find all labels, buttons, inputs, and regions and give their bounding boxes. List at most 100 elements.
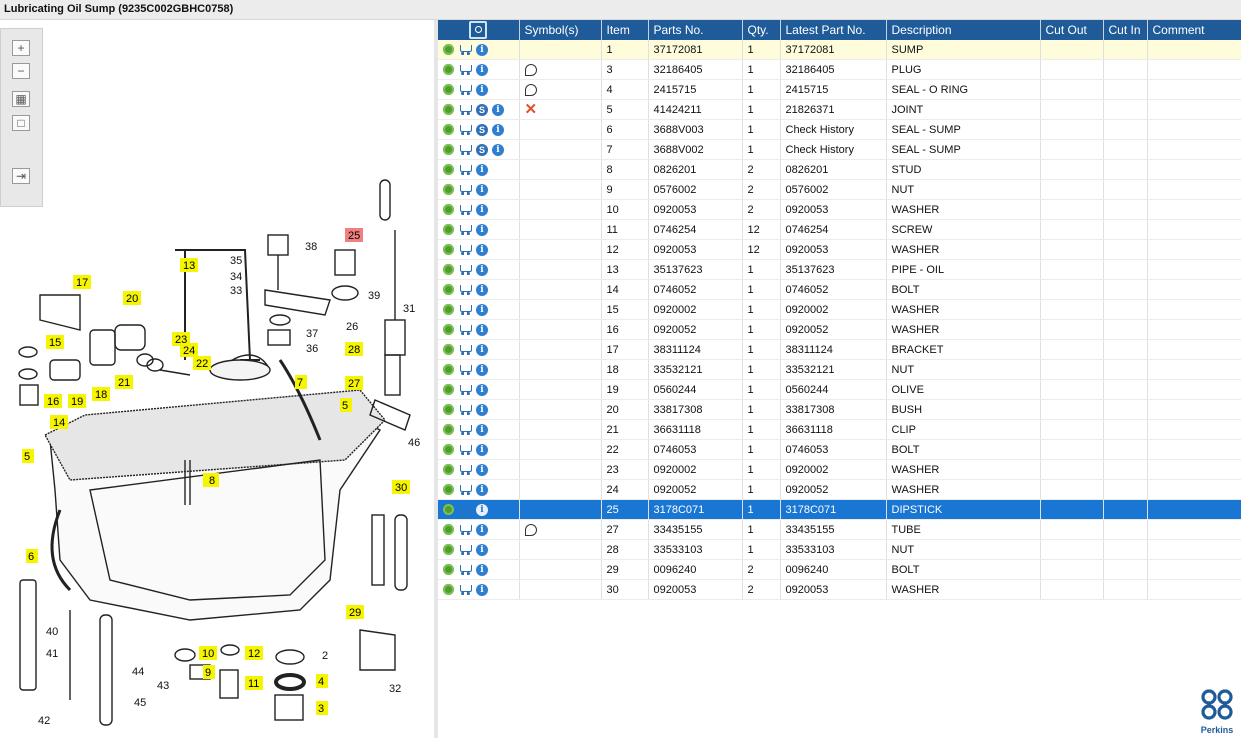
fit-all-button[interactable]: ▦ xyxy=(12,91,30,107)
find-icon[interactable] xyxy=(469,21,488,39)
note-bulb-icon[interactable] xyxy=(524,83,537,96)
add-part-gear-icon[interactable] xyxy=(443,504,454,516)
info-icon[interactable]: i xyxy=(492,143,504,156)
header-comment[interactable]: Comment xyxy=(1147,20,1241,40)
cart-icon[interactable] xyxy=(458,444,472,456)
supersession-icon[interactable]: S xyxy=(476,103,488,116)
callout-12[interactable]: 12 xyxy=(248,648,260,660)
info-icon[interactable]: i xyxy=(476,263,488,276)
add-part-gear-icon[interactable] xyxy=(443,344,454,356)
cart-icon[interactable] xyxy=(458,184,472,196)
callout-6[interactable]: 6 xyxy=(28,551,34,563)
cart-icon[interactable] xyxy=(458,384,472,396)
cart-icon[interactable] xyxy=(458,264,472,276)
cart-icon[interactable] xyxy=(458,564,472,576)
callout-35[interactable]: 35 xyxy=(230,255,242,267)
add-part-gear-icon[interactable] xyxy=(443,64,454,76)
add-part-gear-icon[interactable] xyxy=(443,244,454,256)
cart-icon[interactable] xyxy=(458,324,472,336)
diagram-pane[interactable]: 17 13 20 15 23 24 22 21 16 19 18 14 5 7 … xyxy=(0,20,434,738)
callout-7[interactable]: 7 xyxy=(297,377,303,389)
add-part-gear-icon[interactable] xyxy=(443,164,454,176)
callout-18[interactable]: 18 xyxy=(95,389,107,401)
info-icon[interactable]: i xyxy=(476,523,488,536)
header-qty[interactable]: Qty. xyxy=(742,20,781,40)
info-icon[interactable]: i xyxy=(492,123,504,136)
info-icon[interactable]: i xyxy=(476,343,488,356)
add-part-gear-icon[interactable] xyxy=(443,364,454,376)
callout-39[interactable]: 39 xyxy=(368,290,380,302)
cart-icon[interactable] xyxy=(458,164,472,176)
callout-41[interactable]: 41 xyxy=(46,648,58,660)
callout-3[interactable]: 3 xyxy=(318,703,324,715)
info-icon[interactable]: i xyxy=(476,163,488,176)
callout-14[interactable]: 14 xyxy=(53,417,65,429)
add-part-gear-icon[interactable] xyxy=(443,324,454,336)
pane-splitter[interactable] xyxy=(434,20,438,738)
callout-33[interactable]: 33 xyxy=(230,285,242,297)
callout-34[interactable]: 34 xyxy=(230,271,242,283)
cart-icon[interactable] xyxy=(458,84,472,96)
callout-29[interactable]: 29 xyxy=(349,607,361,619)
cart-icon[interactable] xyxy=(458,344,472,356)
header-cut-out[interactable]: Cut Out xyxy=(1040,20,1104,40)
callout-26[interactable]: 26 xyxy=(346,321,358,333)
info-icon[interactable]: i xyxy=(476,203,488,216)
cart-icon[interactable] xyxy=(458,364,472,376)
callout-38[interactable]: 38 xyxy=(305,241,317,253)
toggle-layout-button[interactable]: ⇥ xyxy=(12,168,30,184)
info-icon[interactable]: i xyxy=(476,183,488,196)
callout-13[interactable]: 13 xyxy=(183,260,195,272)
callout-2[interactable]: 2 xyxy=(322,650,328,662)
cart-icon[interactable] xyxy=(458,144,472,156)
cart-icon[interactable] xyxy=(458,424,472,436)
callout-36[interactable]: 36 xyxy=(306,343,318,355)
info-icon[interactable]: i xyxy=(476,283,488,296)
add-part-gear-icon[interactable] xyxy=(443,424,454,436)
add-part-gear-icon[interactable] xyxy=(443,544,454,556)
add-part-gear-icon[interactable] xyxy=(443,84,454,96)
cart-icon[interactable] xyxy=(458,44,472,56)
callout-10[interactable]: 10 xyxy=(202,648,214,660)
cart-icon[interactable] xyxy=(458,504,472,516)
info-icon[interactable]: i xyxy=(476,563,488,576)
cart-icon[interactable] xyxy=(458,104,472,116)
info-icon[interactable]: i xyxy=(476,303,488,316)
callout-45[interactable]: 45 xyxy=(134,697,146,709)
callout-40[interactable]: 40 xyxy=(46,626,58,638)
info-icon[interactable]: i xyxy=(476,463,488,476)
add-part-gear-icon[interactable] xyxy=(443,584,454,596)
add-part-gear-icon[interactable] xyxy=(443,184,454,196)
callout-31[interactable]: 31 xyxy=(403,303,415,315)
add-part-gear-icon[interactable] xyxy=(443,224,454,236)
info-icon[interactable]: i xyxy=(476,323,488,336)
add-part-gear-icon[interactable] xyxy=(443,404,454,416)
callout-4[interactable]: 4 xyxy=(318,676,324,688)
cart-icon[interactable] xyxy=(458,244,472,256)
info-icon[interactable]: i xyxy=(492,103,504,116)
header-latest-part-no[interactable]: Latest Part No. xyxy=(780,20,887,40)
callout-9[interactable]: 9 xyxy=(205,667,211,679)
cart-icon[interactable] xyxy=(458,524,472,536)
callout-24[interactable]: 24 xyxy=(183,345,195,357)
callout-42[interactable]: 42 xyxy=(38,715,50,727)
cart-icon[interactable] xyxy=(458,124,472,136)
info-icon[interactable]: i xyxy=(476,423,488,436)
fit-page-button[interactable]: □ xyxy=(12,115,30,131)
